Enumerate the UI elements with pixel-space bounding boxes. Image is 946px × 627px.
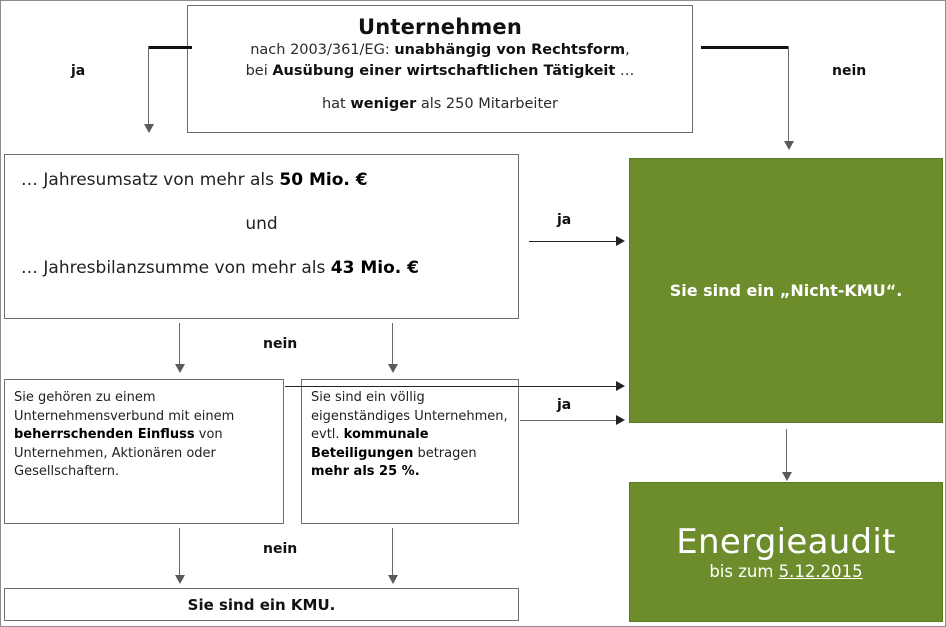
- box-unternehmensverbund: Sie gehören zu einem Unternehmensverbund…: [4, 379, 284, 524]
- verbund-p1: Sie gehören zu einem Unternehmensverbund…: [14, 390, 235, 424]
- box-unternehmen-line2: bei Ausübung einer wirtschaftlichen Täti…: [188, 61, 692, 82]
- line2-pre: bei: [245, 63, 273, 79]
- connector-nein-verbund-vertical: [179, 528, 180, 576]
- connector-nein-finanz-right-vertical: [392, 323, 393, 365]
- energieaudit-sub-pre: bis zum: [709, 562, 779, 581]
- connector-ja-eigen-horizontal: [520, 420, 617, 421]
- line2-bold: Ausübung einer wirtschaftlichen Tätigkei…: [272, 63, 616, 79]
- box-finanzkriterien: … Jahresumsatz von mehr als 50 Mio. € un…: [4, 154, 519, 319]
- line2-post: …: [615, 63, 635, 79]
- finanz-line1-pre: … Jahresumsatz von mehr als: [21, 170, 280, 190]
- line3-pre: hat: [321, 96, 351, 112]
- arrowhead-ja-finanz: [616, 236, 625, 246]
- connector-ja-top-vertical: [148, 46, 149, 125]
- nicht-kmu-text: Sie sind ein „Nicht-KMU“.: [669, 281, 903, 300]
- label-nein-lower: nein: [263, 541, 298, 557]
- finanz-line1-bold: 50 Mio. €: [279, 170, 368, 190]
- connector-nein-finanz-left-vertical: [179, 323, 180, 365]
- line1-bold: unabhängig von Rechtsform: [394, 42, 626, 58]
- finanz-line2-pre: … Jahresbilanzsumme von mehr als: [21, 258, 331, 278]
- arrowhead-nein-top: [784, 141, 794, 150]
- box-ergebnis-kmu: Sie sind ein KMU.: [4, 588, 519, 621]
- eigen-text: Sie sind ein völlig eigenständiges Unter…: [311, 389, 510, 482]
- connector-ja-top-horizontal: [148, 46, 192, 49]
- finanz-line-bilanz: … Jahresbilanzsumme von mehr als 43 Mio.…: [21, 257, 502, 279]
- label-ja-lower: ja: [557, 397, 572, 413]
- box-unternehmen-line3: hat weniger als 250 Mitarbeiter: [188, 94, 692, 115]
- line3-post: als 250 Mitarbeiter: [416, 96, 559, 112]
- finanz-line-umsatz: … Jahresumsatz von mehr als 50 Mio. €: [21, 169, 502, 191]
- line3-bold: weniger: [350, 96, 417, 112]
- box-unternehmen-line1: nach 2003/361/EG: unabhängig von Rechtsf…: [188, 40, 692, 61]
- connector-ja-finanz-horizontal: [529, 241, 617, 242]
- line1-pre: nach 2003/361/EG:: [250, 42, 395, 58]
- connector-nein-top-vertical: [788, 46, 789, 142]
- box-unternehmen: Unternehmen nach 2003/361/EG: unabhängig…: [187, 5, 693, 133]
- line1-post: ,: [625, 42, 630, 58]
- arrowhead-nichtkmu-audit: [782, 472, 792, 481]
- label-nein-top-right: nein: [832, 63, 867, 79]
- box-energieaudit: Energieaudit bis zum 5.12.2015: [629, 482, 943, 622]
- label-ja-top-left: ja: [71, 63, 86, 79]
- eigen-b2: mehr als 25 %.: [311, 464, 420, 479]
- arrowhead-ja-top: [144, 124, 154, 133]
- arrowhead-ja-eigen: [616, 415, 625, 425]
- verbund-b1: beherrschenden Einfluss: [14, 427, 195, 442]
- arrowhead-nein-eigen: [388, 575, 398, 584]
- eigen-p2: betragen: [413, 445, 477, 461]
- label-nein-finanz: nein: [263, 336, 298, 352]
- arrowhead-nein-verbund: [175, 575, 185, 584]
- box-ergebnis-nicht-kmu: Sie sind ein „Nicht-KMU“.: [629, 158, 943, 423]
- arrowhead-nein-finanz-left: [175, 364, 185, 373]
- box-eigenstaendig: Sie sind ein völlig eigenständiges Unter…: [301, 379, 519, 524]
- finanz-line2-bold: 43 Mio. €: [330, 258, 419, 278]
- box-unternehmen-title: Unternehmen: [357, 15, 523, 39]
- energieaudit-title: Energieaudit: [676, 522, 896, 562]
- kmu-text: Sie sind ein KMU.: [187, 595, 336, 614]
- energieaudit-date: 5.12.2015: [778, 562, 863, 581]
- finanz-conjunction: und: [245, 214, 278, 234]
- eigen-p1: Sie sind ein völlig eigenständiges Unter…: [311, 390, 508, 442]
- connector-ja-verbund-horizontal: [285, 386, 617, 387]
- eigen-b1: kommunale Beteiligungen: [311, 427, 429, 461]
- arrowhead-ja-verbund: [616, 381, 625, 391]
- verbund-p2: von Unternehmen, Aktionären oder Gesells…: [14, 427, 223, 479]
- arrowhead-nein-finanz-right: [388, 364, 398, 373]
- connector-nichtkmu-audit-vertical: [786, 429, 787, 473]
- energieaudit-deadline: bis zum 5.12.2015: [709, 562, 862, 581]
- verbund-text: Sie gehören zu einem Unternehmensverbund…: [14, 389, 275, 482]
- connector-nein-eigen-vertical: [392, 528, 393, 576]
- connector-nein-top-horizontal: [701, 46, 789, 49]
- label-ja-finanz: ja: [557, 212, 572, 228]
